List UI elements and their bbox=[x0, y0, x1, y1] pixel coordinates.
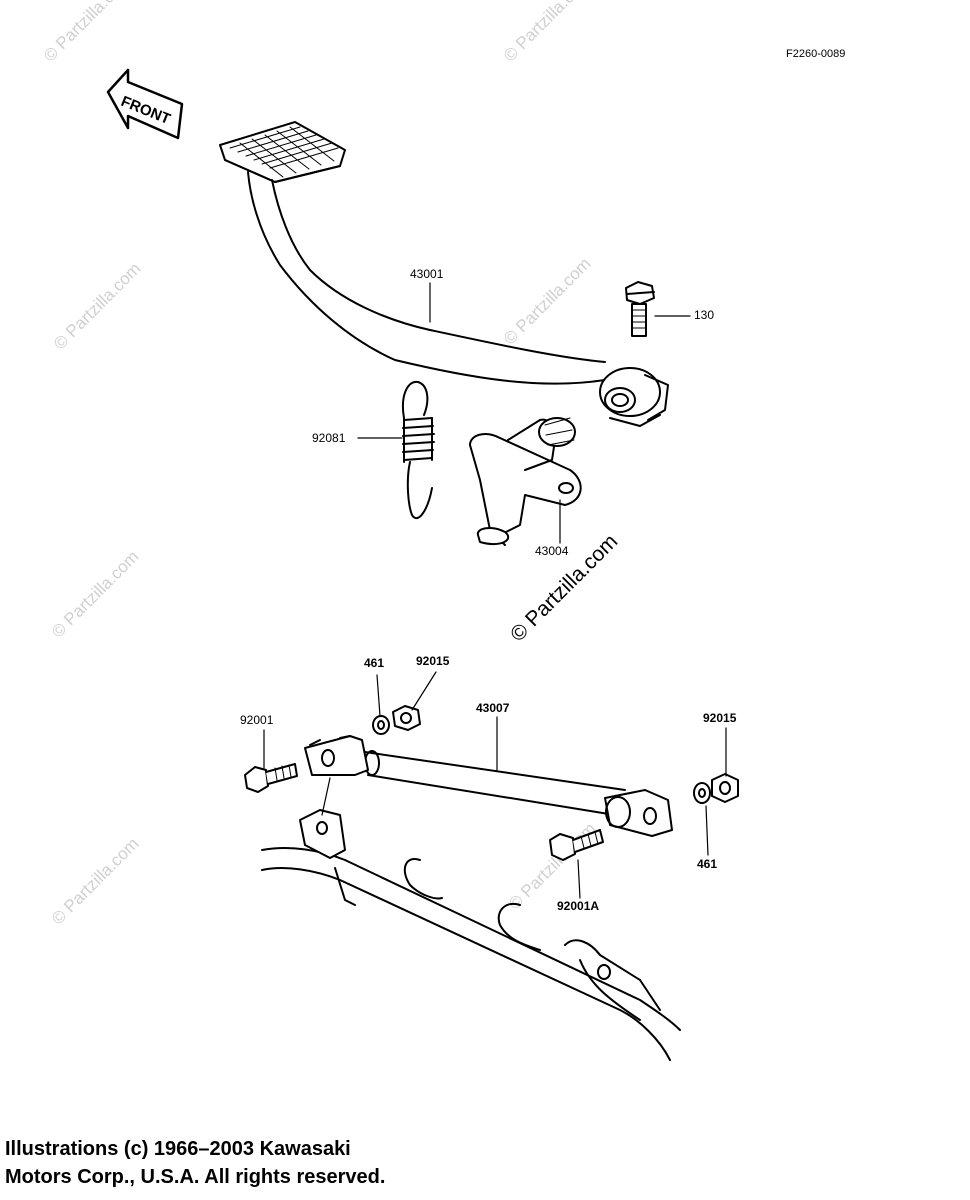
part-label-92015-right: 92015 bbox=[703, 711, 737, 725]
brake-pedal-43001 bbox=[219, 121, 669, 427]
bolt-130 bbox=[625, 281, 655, 337]
nut-92015-right bbox=[711, 773, 739, 803]
part-label-92015-top: 92015 bbox=[416, 654, 450, 668]
nut-92015-top bbox=[392, 705, 421, 731]
front-arrow-icon: FRONT bbox=[106, 68, 184, 140]
leader-clevis bbox=[321, 777, 331, 816]
part-label-130: 130 bbox=[694, 308, 715, 322]
diagram-code: F2260-0089 bbox=[786, 48, 846, 60]
part-label-43001: 43001 bbox=[410, 267, 444, 281]
brake-shaft-arm-43004 bbox=[469, 417, 582, 546]
part-label-43004: 43004 bbox=[535, 544, 569, 558]
part-label-92081: 92081 bbox=[312, 431, 346, 445]
brake-rod-43007 bbox=[304, 735, 673, 837]
copyright-notice: Illustrations (c) 1966–2003 Kawasaki Mot… bbox=[5, 1135, 385, 1191]
washer-461-top bbox=[372, 715, 390, 735]
part-label-43007: 43007 bbox=[476, 701, 510, 715]
part-label-461-top: 461 bbox=[364, 656, 385, 670]
leader-461-top bbox=[376, 674, 381, 717]
leader-461-right bbox=[705, 805, 709, 856]
copyright-line-2: Motors Corp., U.S.A. All rights reserved… bbox=[5, 1166, 386, 1188]
bolt-92001 bbox=[244, 763, 298, 793]
part-label-92001A: 92001A bbox=[557, 899, 600, 913]
frame-section bbox=[261, 809, 681, 1061]
leader-lines bbox=[263, 282, 727, 899]
spring-92081 bbox=[402, 380, 435, 520]
bolt-92001A bbox=[549, 829, 604, 861]
part-label-92001: 92001 bbox=[240, 713, 274, 727]
washer-461-right bbox=[693, 782, 711, 804]
leader-92001A bbox=[577, 859, 581, 899]
part-label-461-right: 461 bbox=[697, 857, 718, 871]
leader-92015-top bbox=[411, 671, 437, 711]
copyright-line-1: Illustrations (c) 1966–2003 Kawasaki bbox=[5, 1138, 351, 1160]
